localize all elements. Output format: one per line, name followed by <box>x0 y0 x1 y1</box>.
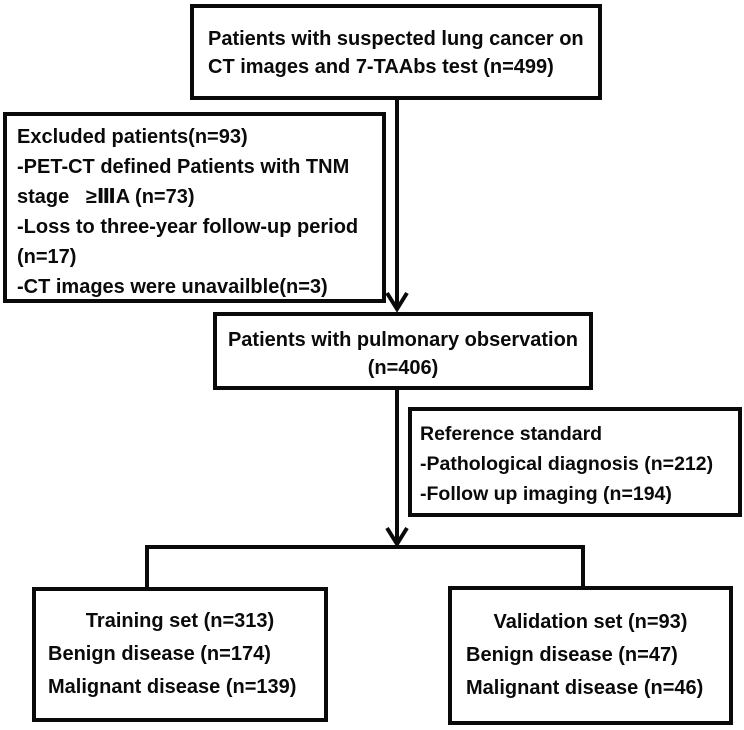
box-text-line: Training set (n=313) <box>85 610 275 632</box>
box-text-line: Malignant disease (n=46) <box>466 677 704 699</box>
box-text-line: -Pathological diagnosis (n=212) <box>420 453 714 475</box>
box-text-line: (n=17) <box>17 246 77 268</box>
box-excluded-patients: Excluded patients(n=93) -PET-CT defined … <box>3 112 386 303</box>
box-text-line: Benign disease (n=47) <box>466 644 678 666</box>
box-text-line: -Follow up imaging (n=194) <box>420 483 672 505</box>
box-text-line: -CT images were unavailble(n=3) <box>17 276 328 298</box>
box-text-line: -PET-CT defined Patients with TNM <box>17 156 350 178</box>
box-text-line: stage ≥ⅢA (n=73) <box>17 186 195 208</box>
box-text-line: Patients with suspected lung cancer on <box>208 28 584 50</box>
box-text-line: Benign disease (n=174) <box>48 643 271 665</box>
box-training-set: Training set (n=313) Benign disease (n=1… <box>32 587 328 722</box>
arrowhead-down-icon <box>385 526 409 548</box>
arrowhead-down-icon <box>385 291 409 313</box>
box-text-line: Patients with pulmonary observation <box>227 329 579 351</box>
box-text-line: Validation set (n=93) <box>493 611 688 633</box>
box-reference-standard: Reference standard -Pathological diagnos… <box>408 407 742 517</box>
box-text-line: Malignant disease (n=139) <box>48 676 297 698</box>
box-text-line: CT images and 7-TAAbs test (n=499) <box>208 56 554 78</box>
box-text-line: Excluded patients(n=93) <box>17 126 248 148</box>
box-suspected-patients: Patients with suspected lung cancer on C… <box>190 4 602 100</box>
box-validation-set: Validation set (n=93) Benign disease (n=… <box>448 586 733 725</box>
box-text-line: Reference standard <box>420 423 603 445</box>
split-connector <box>145 545 585 588</box>
box-text-line: -Loss to three-year follow-up period <box>17 216 359 238</box>
box-text-line: (n=406) <box>367 357 439 379</box>
box-pulmonary-observation: Patients with pulmonary observation (n=4… <box>213 312 593 390</box>
